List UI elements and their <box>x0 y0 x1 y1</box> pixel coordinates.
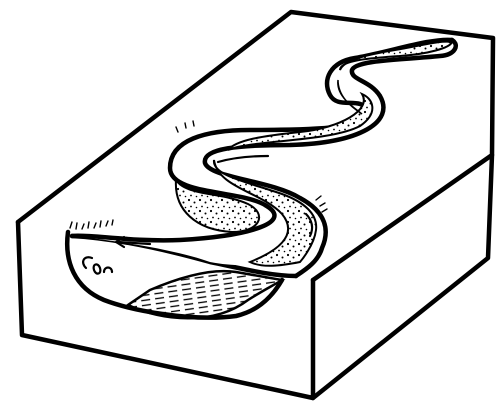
river-channel <box>70 40 456 276</box>
block-right-face <box>313 155 492 398</box>
flow-symbol <box>83 257 112 273</box>
flow-arrow-3 <box>218 156 268 162</box>
block <box>18 12 493 398</box>
channel-water <box>70 40 456 265</box>
point-bars <box>176 42 452 266</box>
